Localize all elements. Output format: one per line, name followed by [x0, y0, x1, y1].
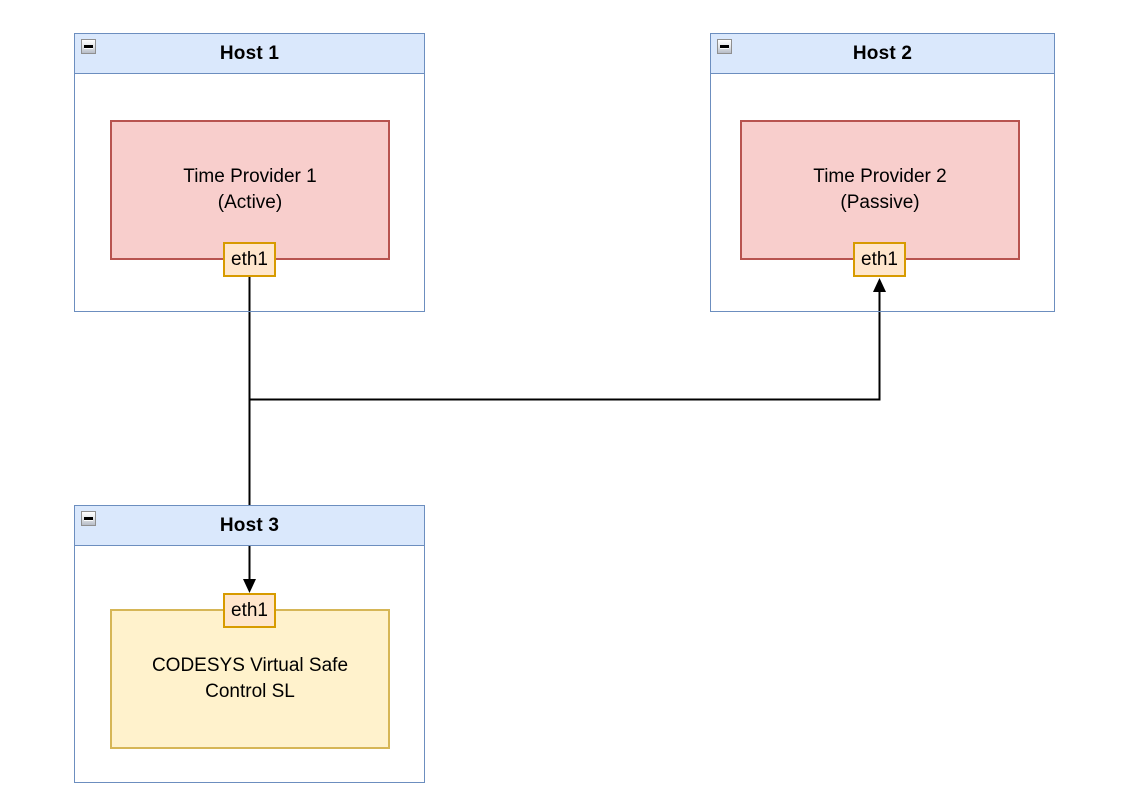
node-label-line1: Time Provider 2: [813, 166, 947, 187]
minus-icon: [84, 45, 93, 48]
host2-header: Host 2: [711, 34, 1054, 74]
arrowhead-down-icon: [243, 579, 256, 593]
node-label-line2: (Active): [217, 192, 283, 213]
host3-collapse-button[interactable]: [81, 511, 96, 526]
codesys-node: CODESYS Virtual Safe Control SL: [110, 609, 390, 749]
time-provider-1-node: Time Provider 1 (Active): [110, 120, 390, 260]
port-label: eth1: [231, 248, 268, 270]
host2-eth1-port: eth1: [853, 242, 906, 277]
host2-title: Host 2: [852, 42, 913, 64]
host2-container: Host 2: [710, 33, 1055, 312]
host1-header: Host 1: [75, 34, 424, 74]
node-label-line1: Time Provider 1: [183, 166, 317, 187]
host1-container: Host 1: [74, 33, 425, 312]
port-label: eth1: [231, 599, 268, 621]
host2-collapse-button[interactable]: [717, 39, 732, 54]
host1-eth1-port: eth1: [223, 242, 276, 277]
host3-eth1-port: eth1: [223, 593, 276, 628]
host1-collapse-button[interactable]: [81, 39, 96, 54]
node-label-line2: Control SL: [205, 681, 295, 702]
port-label: eth1: [861, 248, 898, 270]
host3-header: Host 3: [75, 506, 424, 546]
host1-title: Host 1: [219, 42, 280, 64]
minus-icon: [720, 45, 729, 48]
node-label-line1: CODESYS Virtual Safe: [151, 655, 349, 676]
node-label-line2: (Passive): [840, 192, 920, 213]
time-provider-2-node: Time Provider 2 (Passive): [740, 120, 1020, 260]
host3-title: Host 3: [219, 514, 280, 536]
minus-icon: [84, 517, 93, 520]
host3-container: Host 3: [74, 505, 425, 783]
arrowhead-up-icon: [873, 278, 886, 292]
connector-host1-to-host2: [249, 292, 881, 401]
